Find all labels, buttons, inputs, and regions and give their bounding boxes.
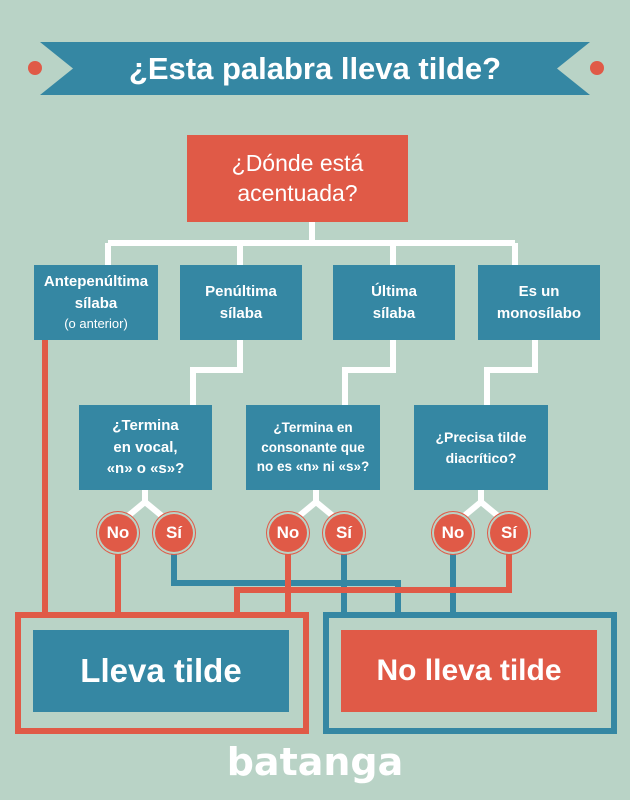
main-question-box: ¿Dónde está acentuada? xyxy=(187,135,408,222)
option-label: sílaba xyxy=(372,304,416,322)
option-penultima: Penúltima sílaba xyxy=(180,265,302,340)
option-label: sílaba xyxy=(74,295,118,313)
answer-no-3: No xyxy=(434,514,472,552)
subquestion-line: consonante que xyxy=(261,439,365,455)
decor-dot-left xyxy=(28,61,42,75)
answer-yes-1: Sí xyxy=(155,514,193,552)
option-monosilabo: Es un monosílabo xyxy=(478,265,600,340)
batanga-logo: batanga xyxy=(226,740,404,784)
answer-yes-2: Sí xyxy=(325,514,363,552)
option-label: monosílabo xyxy=(496,304,582,322)
option-label: Penúltima xyxy=(205,282,277,300)
answer-no-2: No xyxy=(269,514,307,552)
subquestion-vocal-n-s: ¿Termina en vocal, «n» o «s»? xyxy=(79,405,212,490)
subquestion-line: ¿Termina en xyxy=(273,420,353,436)
subquestion-line: en vocal, xyxy=(113,438,178,456)
result-frame-no xyxy=(323,612,617,734)
option-label: Es un xyxy=(518,282,560,300)
main-question-line: ¿Dónde está xyxy=(231,149,364,176)
option-ultima: Última sílaba xyxy=(333,265,455,340)
result-frame-yes xyxy=(15,612,309,734)
option-label: sílaba xyxy=(219,304,263,322)
result-lleva-tilde: Lleva tilde xyxy=(33,630,289,712)
option-label: Antepenúltima xyxy=(43,273,149,291)
subquestion-line: no es «n» ni «s»? xyxy=(256,459,370,475)
subquestion-line: «n» o «s»? xyxy=(106,460,185,478)
answer-yes-3: Sí xyxy=(490,514,528,552)
subquestion-line: ¿Termina xyxy=(112,416,179,434)
title-banner: ¿Esta palabra lleva tilde? xyxy=(40,42,590,95)
option-note: (o anterior) xyxy=(64,315,128,331)
result-no-lleva-tilde: No lleva tilde xyxy=(341,630,597,712)
answer-no-1: No xyxy=(99,514,137,552)
subquestion-consonante: ¿Termina en consonante que no es «n» ni … xyxy=(246,405,380,490)
subquestion-line: diacrítico? xyxy=(445,449,517,466)
option-label: Última xyxy=(371,282,417,300)
main-question-line: acentuada? xyxy=(237,179,358,206)
decor-dot-right xyxy=(590,61,604,75)
subquestion-line: ¿Precisa tilde xyxy=(435,429,527,446)
subquestion-diacritico: ¿Precisa tilde diacrítico? xyxy=(414,405,548,490)
option-antepenultima: Antepenúltima sílaba (o anterior) xyxy=(34,265,158,340)
